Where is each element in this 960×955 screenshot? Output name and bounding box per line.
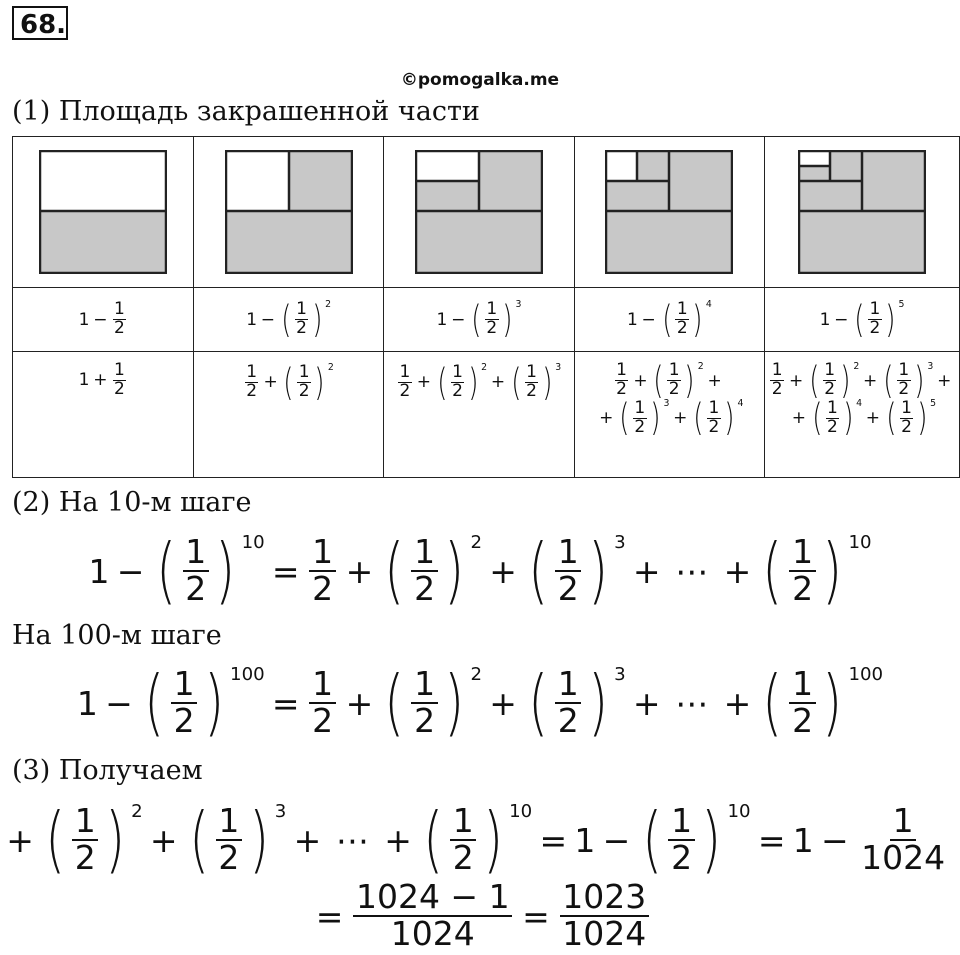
equation-result-line1: 12 + (12)2 + (12)3 +⋯+ (12)10 = 1− (12)1… xyxy=(6,797,960,882)
figure-cell-4 xyxy=(573,136,766,288)
square-figure-4 xyxy=(605,150,734,274)
square-figure-5 xyxy=(798,150,927,274)
figure-cell-2 xyxy=(193,136,385,288)
square-figure-2 xyxy=(224,150,353,274)
figure-cell-3 xyxy=(383,136,575,288)
problem-number: 68. xyxy=(12,6,68,40)
square-figure-3 xyxy=(414,150,543,274)
figure-cell-5 xyxy=(764,136,960,288)
part1-heading: (1) Площадь закрашенной части xyxy=(12,96,480,127)
part2-heading: (2) На 10-м шаге xyxy=(12,487,252,518)
figures-row xyxy=(11,136,960,288)
figure-cell-1 xyxy=(11,136,195,288)
step100-heading: На 100-м шаге xyxy=(12,620,222,651)
part3-heading: (3) Получаем xyxy=(12,755,203,786)
square-figure-1 xyxy=(39,150,168,274)
watermark: ©pomogalka.me xyxy=(400,70,560,90)
